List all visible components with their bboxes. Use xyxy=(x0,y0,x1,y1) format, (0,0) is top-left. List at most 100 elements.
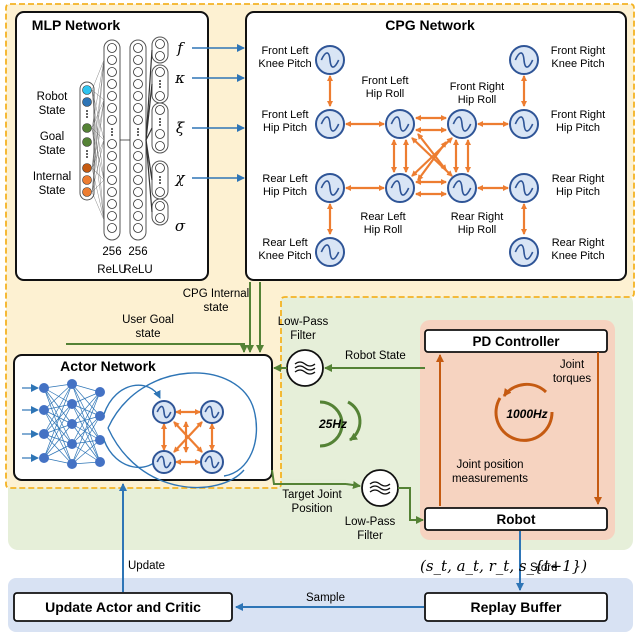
actor-mini-oscillator xyxy=(200,400,224,424)
hidden-neuron xyxy=(107,175,117,185)
hidden-neuron xyxy=(107,43,117,53)
input-neuron xyxy=(82,123,92,133)
hidden-neuron xyxy=(107,211,117,221)
actor-input-neuron xyxy=(39,383,49,393)
mlp-connection xyxy=(91,59,105,129)
actor-curve-arrow xyxy=(103,384,161,415)
target-joint-to-filter xyxy=(345,481,361,489)
actor-connection xyxy=(71,383,101,441)
actor-mini-oscillator xyxy=(152,450,176,474)
oscillator-rrhr xyxy=(447,173,477,203)
mlp-fan xyxy=(145,127,153,141)
actor-input-neuron xyxy=(39,453,49,463)
filter-wave xyxy=(369,485,391,491)
hidden-neuron xyxy=(133,187,143,197)
output-neuron xyxy=(155,201,165,211)
actor-connection xyxy=(43,403,73,459)
update-label: Update xyxy=(128,560,165,572)
link-diag-d xyxy=(417,141,447,181)
hidden-ellipsis-dot xyxy=(137,134,139,136)
replay-buffer-label: Replay Buffer xyxy=(470,599,562,615)
input-neuron xyxy=(82,187,92,197)
hidden-neuron xyxy=(133,55,143,65)
actor-connection xyxy=(71,439,101,465)
hidden-neuron xyxy=(133,43,143,53)
robot-box[interactable] xyxy=(424,507,608,531)
output-ellipsis-dot xyxy=(159,179,161,181)
output-ellipsis-dot xyxy=(159,182,161,184)
output-ellipsis-dot xyxy=(159,83,161,85)
hidden-neuron xyxy=(133,175,143,185)
filter-wave xyxy=(369,489,391,495)
actor-hidden-neuron xyxy=(95,387,105,397)
actor-outer-curve xyxy=(107,372,258,477)
mlp-connection xyxy=(91,139,105,169)
xi-symbol: ξ xyxy=(176,119,185,137)
output-ellipsis-dot xyxy=(159,121,161,123)
actor-network-title: Actor Network xyxy=(60,358,156,374)
hidden-neuron xyxy=(107,139,117,149)
layer-size-2: 256 xyxy=(128,246,147,258)
actor-connection xyxy=(71,391,101,405)
oscillator-rlk xyxy=(315,237,345,267)
input-neuron xyxy=(82,85,92,95)
actor-connection xyxy=(43,433,73,465)
hidden-neuron xyxy=(107,67,117,77)
replay-buffer-box[interactable] xyxy=(424,592,608,622)
actor-network-box xyxy=(13,354,273,481)
actor-hidden-neuron xyxy=(95,457,105,467)
filter-wave xyxy=(294,369,316,375)
target-joint-arrow-a xyxy=(271,469,346,485)
actor-connection xyxy=(43,387,73,465)
hidden-ellipsis-dot xyxy=(111,131,113,133)
hidden-neuron xyxy=(107,151,117,161)
filter-wave xyxy=(369,481,391,487)
actor-connection xyxy=(71,383,101,463)
actor-hidden-neuron xyxy=(67,439,77,449)
oscillator-rlhp xyxy=(315,173,345,203)
filter-wave xyxy=(294,365,316,371)
input-ellipsis-dot xyxy=(86,116,88,118)
actor-connection xyxy=(43,383,73,435)
rate-25hz-label: 25Hz xyxy=(318,417,347,431)
actor-connection xyxy=(71,403,101,441)
filter-wave xyxy=(294,361,316,367)
actor-connection xyxy=(71,423,101,441)
pd-controller-box[interactable] xyxy=(424,329,608,353)
hidden-neuron xyxy=(133,199,143,209)
output-ellipsis-dot xyxy=(159,118,161,120)
hidden-neuron xyxy=(107,55,117,65)
output-ellipsis-dot xyxy=(159,124,161,126)
output-ellipsis-dot xyxy=(159,176,161,178)
update-actor-critic-box[interactable] xyxy=(13,592,233,622)
actor-mini-oscillator xyxy=(152,400,176,424)
f-symbol: f xyxy=(176,39,185,57)
output-neuron xyxy=(155,51,165,61)
hidden-neuron xyxy=(133,223,143,233)
oscillator-rrhp xyxy=(509,173,539,203)
actor-connection xyxy=(43,387,73,445)
actor-hidden-neuron xyxy=(95,435,105,445)
actor-connection xyxy=(43,403,73,435)
input-ellipsis-dot xyxy=(86,110,88,112)
oscillator-rlhr xyxy=(385,173,415,203)
mlp-connection xyxy=(91,89,105,221)
mlp-connection xyxy=(91,59,105,193)
hidden-neuron xyxy=(107,103,117,113)
hidden-neuron xyxy=(107,199,117,209)
hidden-neuron xyxy=(133,79,143,89)
oscillator-frk xyxy=(509,45,539,75)
actor-connection xyxy=(43,423,73,459)
